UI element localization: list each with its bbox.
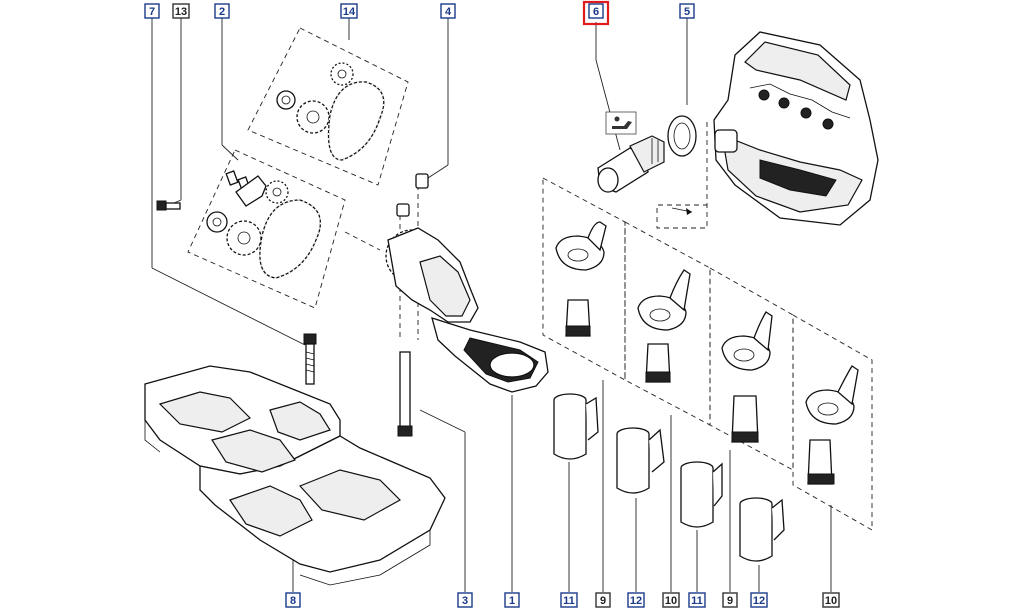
callout-8[interactable]: 8 [285, 592, 301, 608]
oil-can-icon [605, 111, 637, 135]
svg-text:10: 10 [825, 595, 837, 607]
callout-10[interactable]: 10 [662, 592, 680, 608]
callout-7[interactable]: 7 [144, 3, 160, 19]
callout-2[interactable]: 2 [214, 3, 230, 19]
svg-text:10: 10 [665, 595, 677, 607]
timing-chain-lower [206, 170, 321, 279]
piston-cooling-nozzles [555, 221, 859, 485]
svg-text:5: 5 [684, 6, 690, 18]
oil-pan [144, 365, 446, 586]
svg-text:8: 8 [290, 595, 296, 607]
svg-text:2: 2 [219, 6, 225, 18]
oil-pressure-sensor [597, 111, 665, 193]
svg-text:13: 13 [175, 6, 187, 18]
callout-5[interactable]: 5 [679, 3, 695, 19]
svg-text:9: 9 [600, 595, 606, 607]
svg-text:11: 11 [563, 595, 575, 607]
bolt-13 [156, 200, 181, 211]
oil-pump [385, 173, 549, 437]
leader-lines [151, 18, 832, 592]
callouts: 7 13 2 14 4 6 5 8 3 1 11 [144, 0, 840, 608]
callout-12[interactable]: 12 [627, 592, 645, 608]
svg-text:1: 1 [509, 595, 515, 607]
group-frames [187, 27, 873, 531]
callout-13[interactable]: 13 [172, 3, 190, 19]
svg-text:9: 9 [727, 595, 733, 607]
callout-9[interactable]: 9 [595, 592, 611, 608]
callout-6-highlighted[interactable]: 6 [582, 0, 610, 26]
svg-text:3: 3 [462, 595, 468, 607]
svg-text:7: 7 [149, 6, 155, 18]
callout-1[interactable]: 1 [504, 592, 520, 608]
svg-text:6: 6 [593, 6, 599, 18]
callout-14[interactable]: 14 [340, 3, 358, 19]
bolt-7 [303, 333, 317, 385]
svg-text:12: 12 [630, 595, 642, 607]
callout-4[interactable]: 4 [440, 3, 456, 19]
sealing-washer [667, 115, 697, 157]
engine-block [713, 31, 879, 226]
callout-9-second[interactable]: 9 [722, 592, 738, 608]
svg-text:11: 11 [691, 595, 703, 607]
cooling-tubes [553, 393, 785, 562]
callout-11[interactable]: 11 [560, 592, 578, 608]
svg-text:14: 14 [343, 6, 356, 18]
timing-chain-upper [276, 62, 385, 161]
svg-text:12: 12 [753, 595, 765, 607]
svg-text:4: 4 [445, 6, 452, 18]
callout-10-second[interactable]: 10 [822, 592, 840, 608]
callout-11-second[interactable]: 11 [688, 592, 706, 608]
callout-12-second[interactable]: 12 [750, 592, 768, 608]
callout-3[interactable]: 3 [457, 592, 473, 608]
